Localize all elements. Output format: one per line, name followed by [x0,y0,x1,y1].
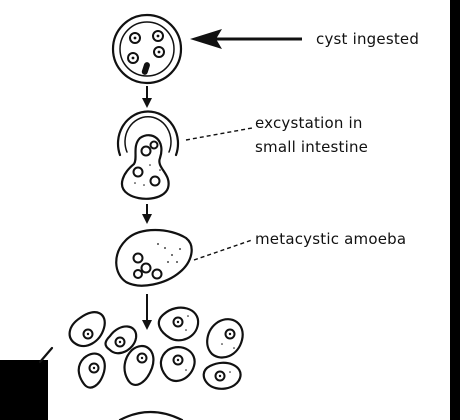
metacystic-outline [115,229,193,287]
cyst-outer-wall [111,13,183,85]
excystation [116,110,180,200]
trophozoite-4 [206,318,244,359]
ingestion-arrow [190,29,302,49]
metacystic-amoeba [115,229,193,287]
label-excystation-line2: small intestine [255,138,368,156]
empty-cyst-wall-inner [124,116,172,153]
label-excystation-line1: excystation in [255,114,363,132]
leader-metacystic [193,239,253,261]
next-stage-cropped-outline [118,410,184,420]
trophozoite-2 [104,325,138,355]
trophozoite-group [68,306,244,390]
trophozoite-7 [159,346,196,383]
trophozoite-5 [77,352,106,389]
arrow-metacystic-to-trophozoites [142,294,152,330]
cyst-chromatoid-body [141,62,150,75]
trophozoite-8 [202,361,242,390]
frame-corner-block [0,360,48,420]
trophozoite-1 [68,311,106,348]
leader-excystation [185,127,253,141]
cyst-inner-wall [119,21,175,77]
empty-cyst-wall-outer [116,110,180,157]
label-metacystic-amoeba: metacystic amoeba [255,230,406,248]
cyst [111,13,183,85]
frame-corner-tick [38,346,54,364]
emerging-amoeba [120,134,170,200]
trophozoite-3 [157,306,200,342]
arrow-excystation-to-metacystic [142,204,152,224]
label-cyst-ingested: cyst ingested [316,30,419,48]
arrow-cyst-to-excystation [142,86,152,108]
frame-right-border [450,0,460,420]
trophozoite-6 [123,344,155,386]
